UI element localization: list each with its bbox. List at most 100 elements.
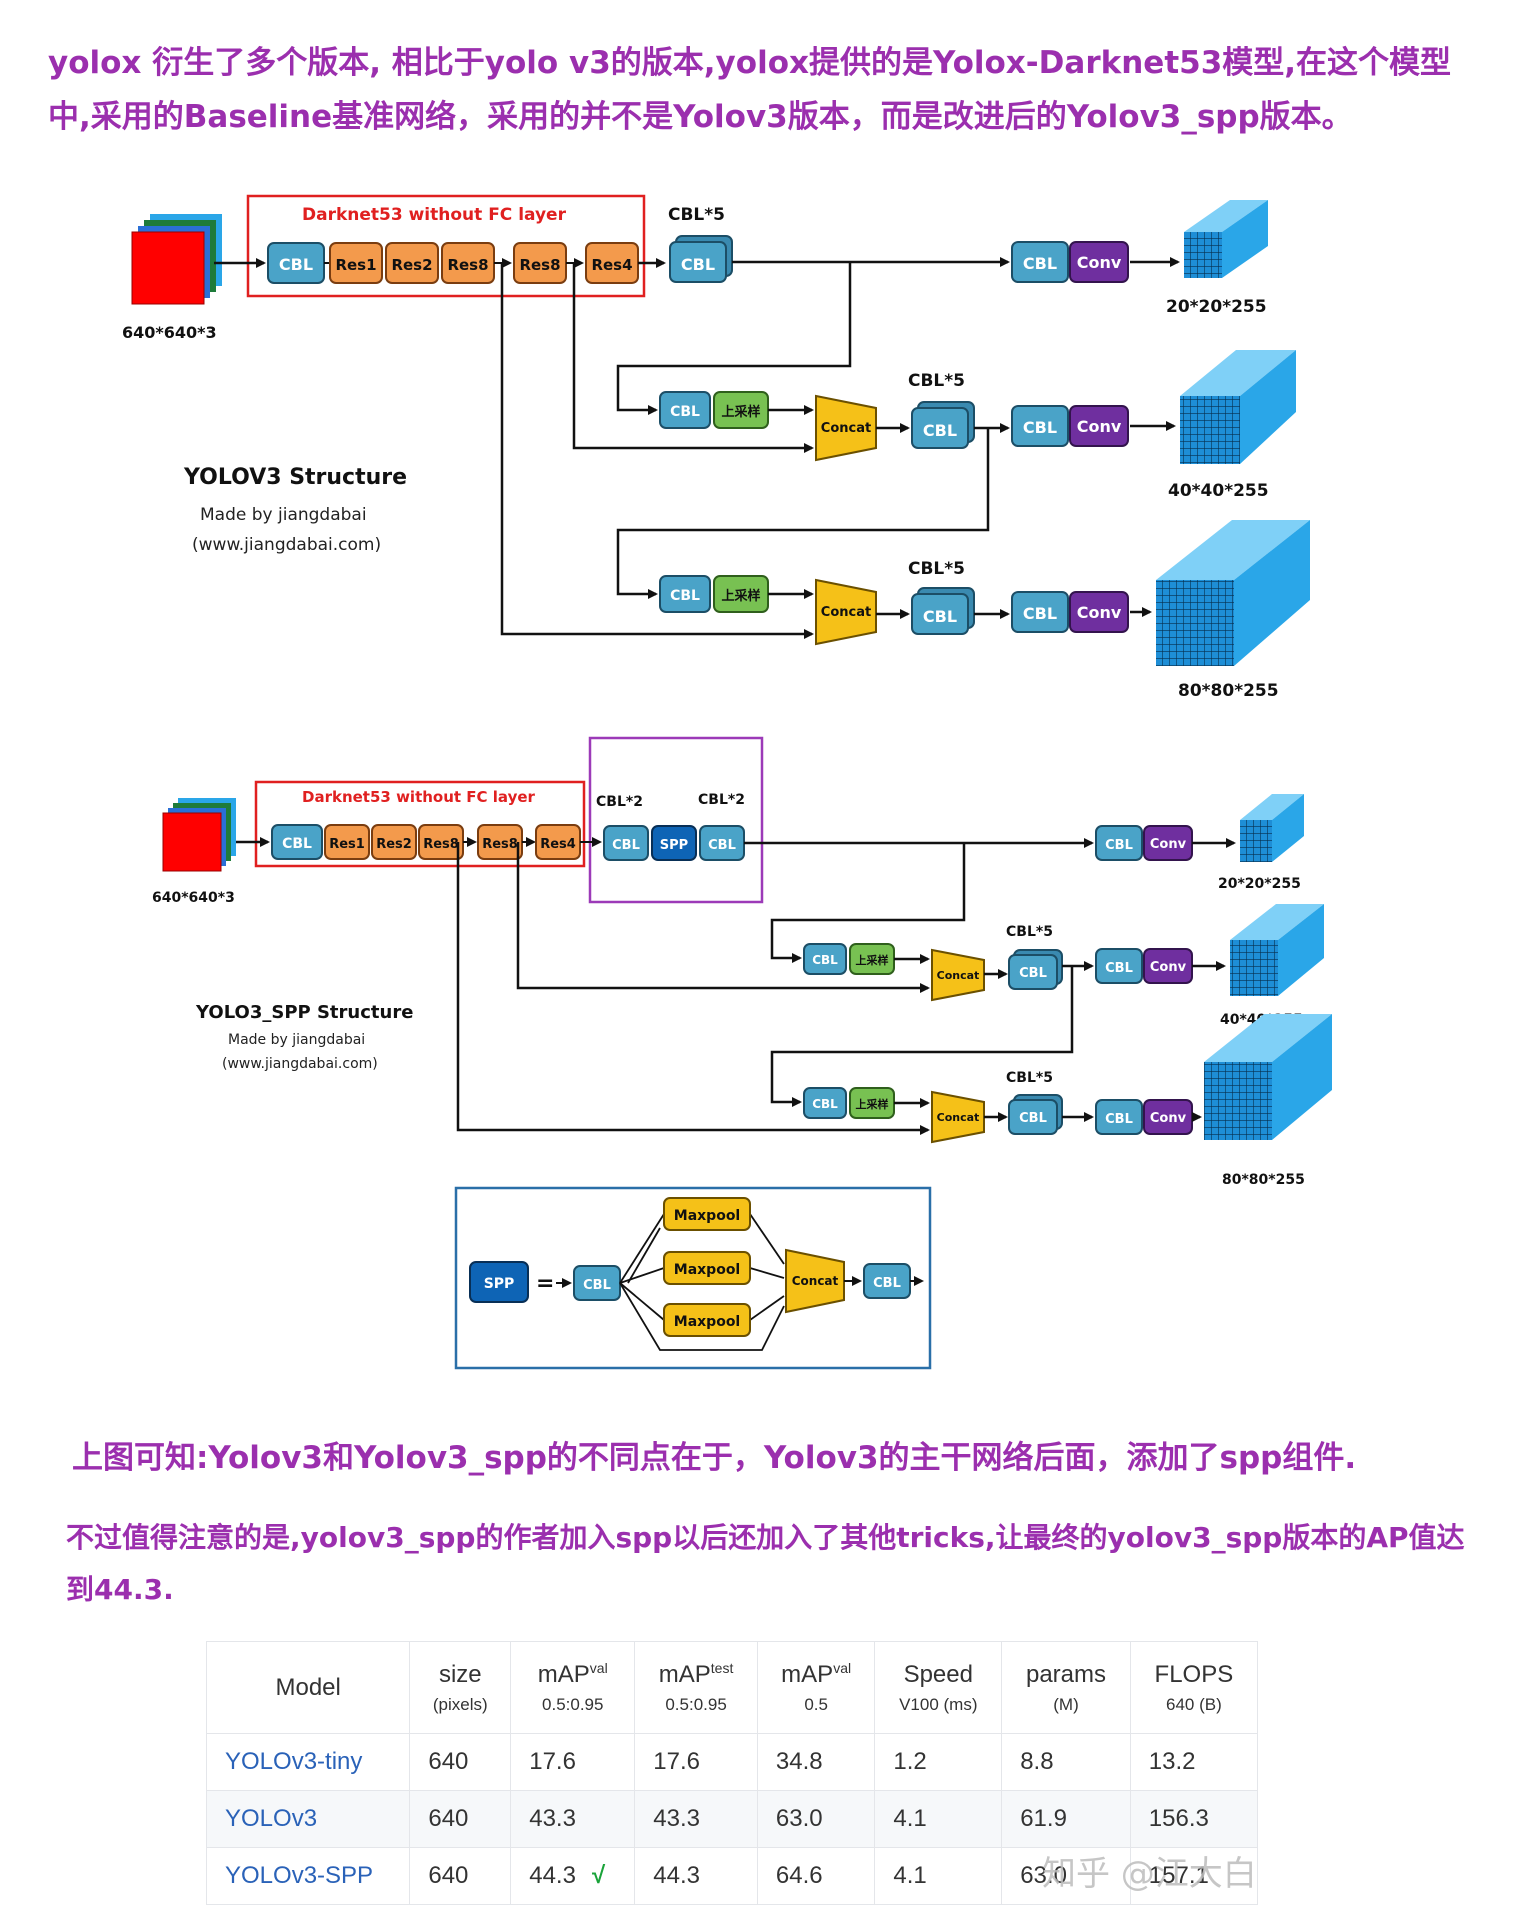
- spp-detail-spp: SPP: [469, 1261, 529, 1303]
- model-name-link[interactable]: YOLOv3: [205, 1790, 411, 1848]
- svg-text:Res2: Res2: [376, 837, 412, 852]
- svg-text:Res8: Res8: [423, 837, 459, 852]
- header-params: params(M): [1001, 1641, 1131, 1734]
- mid-upsample: 上采样: [713, 391, 769, 429]
- yolov3-diagram: 640*640*3 Darknet53 without FC layer CBL…: [122, 194, 1310, 701]
- svg-text:Conv: Conv: [1077, 253, 1122, 272]
- output-cube-20: [1184, 200, 1268, 278]
- svg-text:Res1: Res1: [335, 256, 376, 274]
- cbl5-stack-mid: CBL: [911, 401, 975, 449]
- table-cell: 156.3: [1129, 1790, 1259, 1848]
- table-cell: 640: [409, 1733, 512, 1791]
- svg-text:SPP: SPP: [660, 838, 688, 853]
- head2-cbl-mid: CBL: [1095, 948, 1143, 984]
- cbl5-label-bot: CBL*5: [908, 559, 965, 579]
- darknet-box-2: [254, 780, 586, 868]
- mid2-cbl-up: CBL: [803, 943, 847, 975]
- mid2-concat: Concat: [931, 948, 985, 1002]
- head2-conv-bot: Conv: [1143, 1099, 1193, 1135]
- head2-cbl-top: CBL: [1095, 825, 1143, 861]
- table-cell: 640: [409, 1790, 512, 1848]
- output2-label-20: 20*20*255: [1218, 876, 1301, 892]
- head-conv-mid: Conv: [1069, 405, 1129, 447]
- svg-text:CBL: CBL: [670, 588, 700, 604]
- svg-text:Maxpool: Maxpool: [674, 1208, 740, 1224]
- svg-text:CBL: CBL: [670, 404, 700, 420]
- yolov3-spp-diagram: 640*640*3 Darknet53 without FC layer CBL…: [152, 736, 1332, 1188]
- spp-detail-maxpool-2: Maxpool: [663, 1251, 751, 1285]
- table-cell: 13.2: [1129, 1733, 1259, 1791]
- cbl5-stack2-mid: CBL: [1008, 949, 1063, 990]
- cbl5-label2-bot: CBL*5: [1006, 1070, 1053, 1086]
- output-label-80: 80*80*255: [1178, 681, 1279, 701]
- spp-block: SPP: [651, 825, 697, 861]
- svg-text:Res4: Res4: [540, 837, 576, 852]
- cbl5-stack2-bot: CBL: [1008, 1094, 1063, 1135]
- svg-text:Concat: Concat: [821, 605, 871, 620]
- mid-concat: Concat: [815, 394, 877, 462]
- intro-paragraph: yolox 衍生了多个版本, 相比于yolo v3的版本,yolox提供的是Yo…: [48, 45, 1452, 135]
- backbone2-res8-a: Res8: [418, 824, 464, 860]
- website-2: (www.jiangdabai.com): [222, 1056, 378, 1072]
- backbone-res1: Res1: [329, 242, 383, 284]
- spp-detail-diagram: SPP = CBL Maxpool Maxpool Ma: [454, 1186, 932, 1370]
- website-1: (www.jiangdabai.com): [192, 535, 381, 555]
- mid-cbl-up: CBL: [659, 391, 711, 429]
- svg-text:CBL: CBL: [282, 836, 312, 852]
- table-cell: 34.8: [756, 1733, 876, 1791]
- backbone2-cbl: CBL: [271, 824, 323, 860]
- svg-text:Res1: Res1: [329, 837, 365, 852]
- svg-text:CBL: CBL: [708, 838, 736, 853]
- cbl5-label-top: CBL*5: [668, 205, 725, 225]
- head2-conv-top: Conv: [1143, 825, 1193, 861]
- table-cell: 44.3√: [510, 1847, 636, 1905]
- model-name-link[interactable]: YOLOv3-SPP: [205, 1847, 411, 1905]
- cbl5-stack-bot: CBL: [911, 587, 975, 635]
- cbl5-label2-mid: CBL*5: [1006, 924, 1053, 940]
- cbl2-label-left: CBL*2: [596, 794, 643, 810]
- svg-text:Concat: Concat: [937, 969, 980, 982]
- darknet-title: Darknet53 without FC layer: [302, 205, 567, 225]
- bot-concat: Concat: [815, 578, 877, 646]
- backbone2-res2: Res2: [371, 824, 417, 860]
- structure-title-2: YOLO3_SPP Structure: [195, 1002, 413, 1023]
- output-label-40: 40*40*255: [1168, 481, 1269, 501]
- table-cell: 8.8: [1001, 1733, 1131, 1791]
- backbone-res8-b: Res8: [513, 242, 567, 284]
- table-cell: 4.1: [874, 1847, 1003, 1905]
- spp-detail-cbl-in: CBL: [573, 1265, 621, 1301]
- checkmark-icon: √: [591, 1862, 606, 1889]
- svg-text:CBL: CBL: [1019, 1111, 1047, 1126]
- backbone2-res8-b: Res8: [477, 824, 523, 860]
- svg-text:CBL: CBL: [1105, 1112, 1133, 1127]
- svg-text:CBL: CBL: [1019, 966, 1047, 981]
- svg-text:CBL: CBL: [1023, 604, 1057, 623]
- svg-text:CBL: CBL: [812, 1097, 838, 1111]
- cbl2-label-right: CBL*2: [698, 792, 745, 808]
- backbone2-res1: Res1: [324, 824, 370, 860]
- table-row: YOLOv3-tiny 640 17.6 17.6 34.8 1.2 8.8 1…: [205, 1733, 1259, 1791]
- svg-text:上采样: 上采样: [856, 1097, 889, 1111]
- head2-conv-mid: Conv: [1143, 948, 1193, 984]
- bot-cbl-up: CBL: [659, 575, 711, 613]
- table-cell: 43.3: [510, 1790, 636, 1848]
- svg-text:Conv: Conv: [1150, 1111, 1187, 1126]
- header-model: Model: [205, 1641, 411, 1734]
- head-cbl-bot: CBL: [1011, 591, 1069, 633]
- spp-detail-maxpool-3: Maxpool: [663, 1303, 751, 1337]
- svg-text:CBL: CBL: [612, 838, 640, 853]
- spp-purple-box: [588, 736, 764, 904]
- svg-text:上采样: 上采样: [721, 404, 760, 420]
- model-name-link[interactable]: YOLOv3-tiny: [205, 1733, 411, 1791]
- svg-text:Res2: Res2: [391, 256, 432, 274]
- svg-text:SPP: SPP: [484, 1276, 515, 1292]
- darknet-title-2: Darknet53 without FC layer: [302, 788, 536, 806]
- input-image-stack: [131, 214, 222, 305]
- spp-cbl-right: CBL: [699, 825, 745, 861]
- svg-text:CBL: CBL: [873, 1276, 901, 1291]
- backbone-res4: Res4: [585, 242, 639, 284]
- svg-text:CBL: CBL: [812, 953, 838, 967]
